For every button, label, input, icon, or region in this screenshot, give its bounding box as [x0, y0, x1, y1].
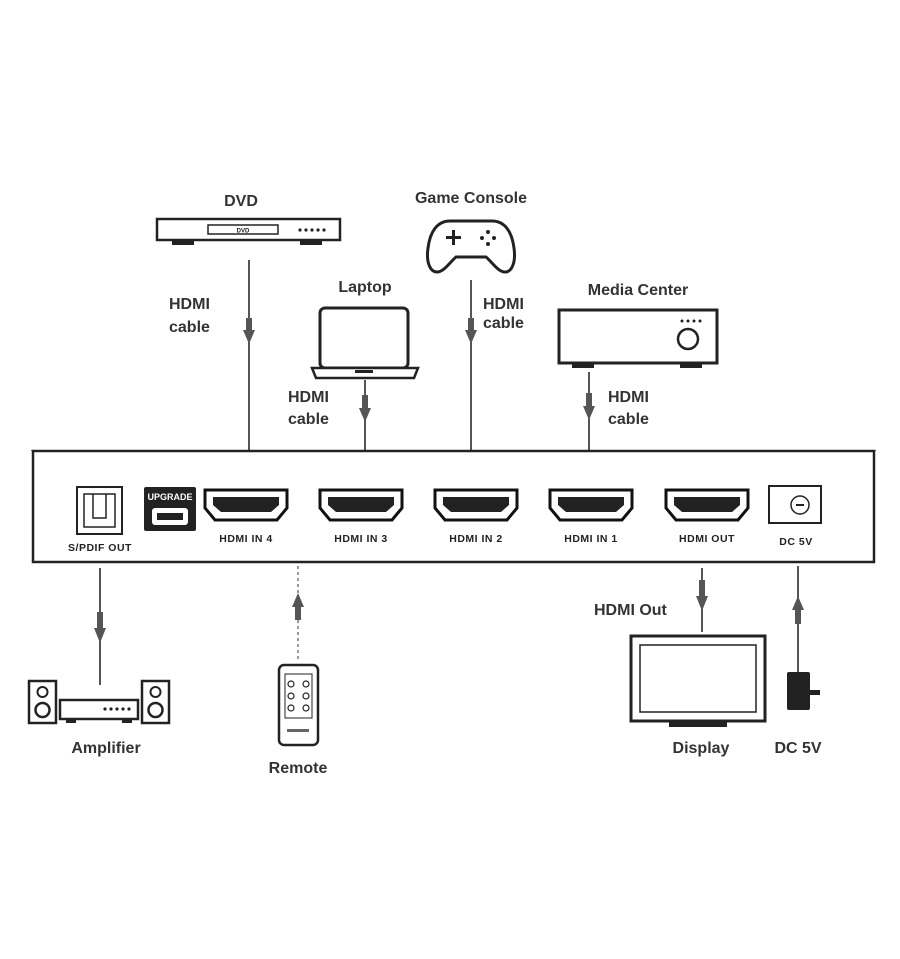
laptop-cable-label-line1: HDMI: [288, 389, 329, 406]
display-label: Display: [673, 740, 730, 757]
upgrade-port: UPGRADE: [144, 487, 196, 531]
dc-power-port: [768, 485, 822, 524]
hdmi-out-cable: [696, 568, 708, 632]
media-center-cable-label-line2: cable: [608, 411, 649, 428]
power-label: DC 5V: [774, 740, 821, 757]
game-controller-icon: [426, 219, 516, 274]
amplifier-label: Amplifier: [71, 740, 140, 757]
media-center-label: Media Center: [588, 282, 688, 299]
game-console-label: Game Console: [415, 190, 527, 207]
laptop-label: Laptop: [338, 279, 392, 296]
amplifier-cable: [94, 568, 106, 685]
dvd-cable: [243, 260, 255, 451]
spdif-port-label: S/PDIF OUT: [68, 542, 132, 554]
dvd-badge: DVD: [237, 229, 250, 235]
game-console-cable-label-line2: cable: [483, 315, 524, 332]
amplifier-icon: [27, 679, 171, 725]
laptop-cable-label-line2: cable: [288, 411, 329, 428]
hdmi-out-port: [664, 488, 750, 522]
display-monitor-icon: [629, 634, 767, 727]
hdmi-out-cable-label: HDMI Out: [594, 602, 668, 619]
hdmi-in-2-port: [433, 488, 519, 522]
dvd-cable-label-line1: HDMI: [169, 296, 210, 313]
dvd-cable-label-line2: cable: [169, 319, 210, 336]
remote-control-icon: [277, 663, 320, 747]
remote-label: Remote: [269, 760, 328, 777]
spdif-port: [76, 486, 123, 535]
game-console-cable-label-line1: HDMI: [483, 296, 524, 313]
power-adapter-icon: [787, 672, 820, 710]
media-center-icon: [557, 308, 719, 368]
media-center-cable: [583, 372, 595, 451]
hdmi-in-4-label: HDMI IN 4: [219, 533, 273, 545]
remote-ir-link: [292, 566, 304, 662]
hdmi-in-4-port: [203, 488, 289, 522]
hdmi-in-1-label: HDMI IN 1: [564, 533, 618, 545]
hdmi-in-3-port: [318, 488, 404, 522]
hdmi-in-2-label: HDMI IN 2: [449, 533, 503, 545]
media-center-cable-label-line1: HDMI: [608, 389, 649, 406]
laptop-icon: [310, 306, 420, 380]
upgrade-port-label: UPGRADE: [147, 492, 192, 502]
dc-power-cable: [792, 566, 804, 672]
game-console-cable: [465, 280, 477, 451]
dvd-label: DVD: [224, 193, 258, 210]
dc-port-label: DC 5V: [779, 536, 812, 548]
hdmi-in-1-port: [548, 488, 634, 522]
hdmi-in-3-label: HDMI IN 3: [334, 533, 388, 545]
dvd-player-icon: DVD: [155, 217, 342, 245]
laptop-cable: [359, 380, 371, 451]
hdmi-out-label: HDMI OUT: [679, 533, 735, 545]
